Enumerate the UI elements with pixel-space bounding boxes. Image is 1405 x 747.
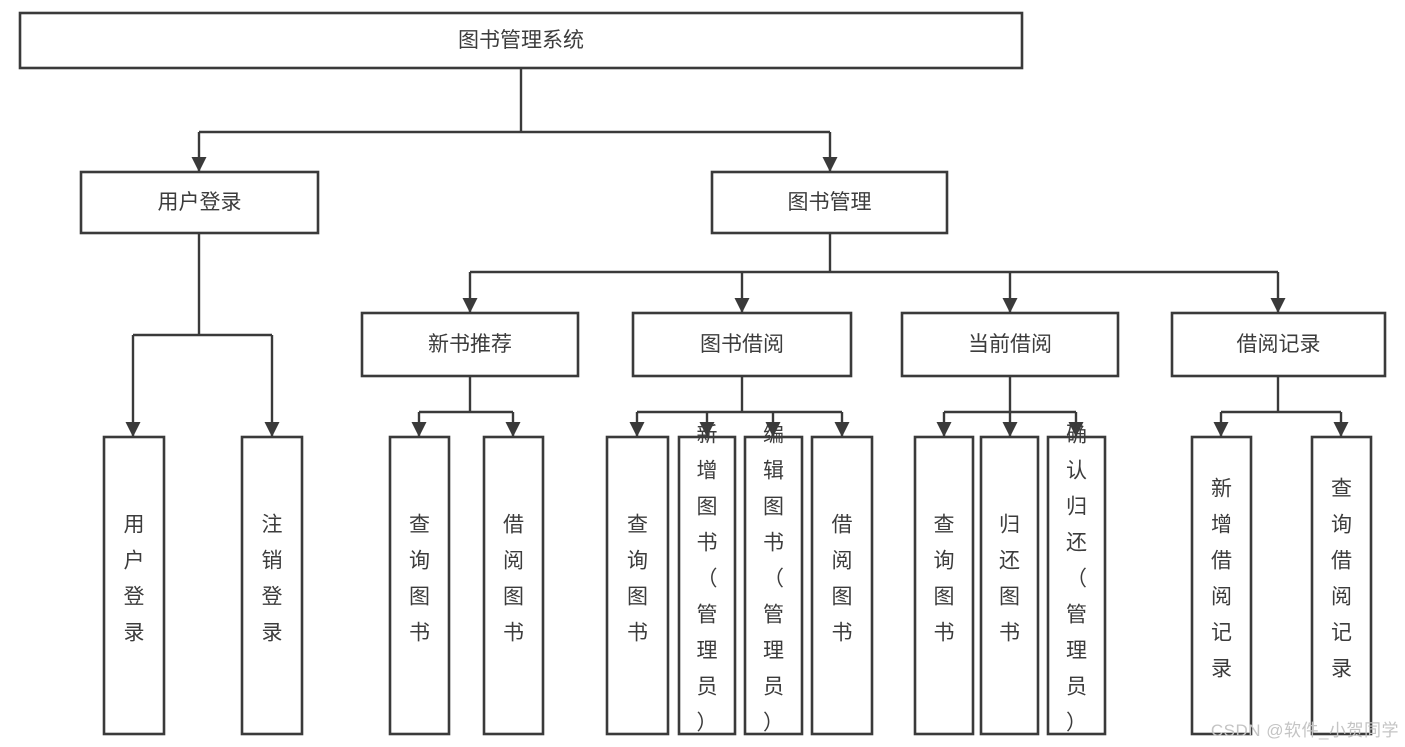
node-box[interactable] xyxy=(677,435,737,736)
node-label: 图书管理系统 xyxy=(458,29,584,52)
node-user-login[interactable]: 用户登录 xyxy=(79,170,320,235)
node-book-borrow[interactable]: 图书借阅 xyxy=(631,311,853,378)
arrow-head-icon xyxy=(765,422,781,437)
node-new-book-recommend[interactable]: 新书推荐 xyxy=(360,311,580,378)
arrow-head-icon xyxy=(1333,422,1349,437)
node-box[interactable] xyxy=(810,435,874,736)
arrow-head-icon xyxy=(505,422,521,437)
node-layer: 图书管理系统用户登录图书管理新书推荐图书借阅当前借阅借阅记录用户登录注销登录查询… xyxy=(18,11,1387,736)
node-box[interactable] xyxy=(360,311,580,378)
node-leaf-query-record[interactable]: 查询借阅记录 xyxy=(1310,435,1373,736)
node-label: 用户登录 xyxy=(158,191,242,214)
node-label: 注销登录 xyxy=(262,514,283,645)
connector-edge-root-bus xyxy=(197,68,832,171)
node-leaf-confirm-return[interactable]: 确认归还（管理员） xyxy=(1046,424,1107,736)
arrow-head-icon xyxy=(1213,422,1229,437)
connector-edge-login-bus xyxy=(131,233,274,436)
node-label: 查询借阅记录 xyxy=(1331,478,1352,681)
arrow-head-icon xyxy=(936,422,952,437)
node-label: 图书借阅 xyxy=(700,333,784,356)
node-borrow-record[interactable]: 借阅记录 xyxy=(1170,311,1387,378)
node-box[interactable] xyxy=(240,435,304,736)
node-label: 查询图书 xyxy=(409,514,430,645)
arrow-head-icon xyxy=(1068,422,1084,437)
node-box[interactable] xyxy=(900,311,1120,378)
node-box[interactable] xyxy=(1046,435,1107,736)
arrow-head-icon xyxy=(1002,298,1018,313)
node-label: 新书推荐 xyxy=(428,333,512,356)
arrow-head-icon xyxy=(125,422,141,437)
arrow-head-icon xyxy=(734,298,750,313)
node-box[interactable] xyxy=(743,435,804,736)
node-leaf-edit-book[interactable]: 编辑图书（管理员） xyxy=(743,424,804,736)
node-label: 归还图书 xyxy=(999,514,1020,645)
node-label: 当前借阅 xyxy=(968,333,1052,356)
node-label: 新增借阅记录 xyxy=(1211,478,1232,681)
node-label: 查询图书 xyxy=(627,514,648,645)
node-leaf-query-book-1[interactable]: 查询图书 xyxy=(388,435,451,736)
node-current-borrow[interactable]: 当前借阅 xyxy=(900,311,1120,378)
csdn-watermark: CSDN @软件_小贺同学 xyxy=(1210,721,1399,740)
node-box[interactable] xyxy=(605,435,670,736)
node-label: 借阅记录 xyxy=(1237,333,1321,356)
node-leaf-user-login[interactable]: 用户登录 xyxy=(102,435,166,736)
connector-edge-recommend-bus xyxy=(417,376,515,436)
node-box[interactable] xyxy=(388,435,451,736)
node-box[interactable] xyxy=(710,170,949,235)
node-box[interactable] xyxy=(979,435,1040,736)
node-leaf-user-logout[interactable]: 注销登录 xyxy=(240,435,304,736)
node-box[interactable] xyxy=(18,11,1024,70)
connector-layer xyxy=(125,68,1349,437)
node-box[interactable] xyxy=(1310,435,1373,736)
node-label: 用户登录 xyxy=(124,514,145,645)
arrow-head-icon xyxy=(1002,422,1018,437)
node-leaf-query-book-2[interactable]: 查询图书 xyxy=(605,435,670,736)
node-leaf-borrow-book-1[interactable]: 借阅图书 xyxy=(482,435,545,736)
node-label: 确认归还（管理员） xyxy=(1066,424,1087,735)
arrow-head-icon xyxy=(629,422,645,437)
node-box[interactable] xyxy=(102,435,166,736)
arrow-head-icon xyxy=(699,422,715,437)
node-label: 编辑图书（管理员） xyxy=(763,424,784,735)
connector-edge-manage-bus xyxy=(468,233,1280,312)
node-leaf-borrow-book-2[interactable]: 借阅图书 xyxy=(810,435,874,736)
node-box[interactable] xyxy=(1170,311,1387,378)
connector-edge-borrow-bus xyxy=(635,376,844,436)
node-box[interactable] xyxy=(631,311,853,378)
node-box[interactable] xyxy=(1190,435,1253,736)
node-box[interactable] xyxy=(79,170,320,235)
arrow-head-icon xyxy=(411,422,427,437)
arrow-head-icon xyxy=(822,157,838,172)
node-label: 图书管理 xyxy=(788,191,872,214)
arrow-head-icon xyxy=(191,157,207,172)
node-label: 借阅图书 xyxy=(832,514,853,645)
arrow-head-icon xyxy=(462,298,478,313)
node-label: 新增图书（管理员） xyxy=(697,424,718,735)
node-leaf-query-book-3[interactable]: 查询图书 xyxy=(913,435,975,736)
arrow-head-icon xyxy=(834,422,850,437)
arrow-head-icon xyxy=(1270,298,1286,313)
node-book-manage[interactable]: 图书管理 xyxy=(710,170,949,235)
node-leaf-add-book[interactable]: 新增图书（管理员） xyxy=(677,424,737,736)
node-box[interactable] xyxy=(913,435,975,736)
node-root[interactable]: 图书管理系统 xyxy=(18,11,1024,70)
node-leaf-return-book[interactable]: 归还图书 xyxy=(979,435,1040,736)
connector-edge-record-bus xyxy=(1219,376,1343,436)
node-box[interactable] xyxy=(482,435,545,736)
node-leaf-add-record[interactable]: 新增借阅记录 xyxy=(1190,435,1253,736)
node-label: 查询图书 xyxy=(934,514,955,645)
node-label: 借阅图书 xyxy=(503,514,524,645)
arrow-head-icon xyxy=(264,422,280,437)
